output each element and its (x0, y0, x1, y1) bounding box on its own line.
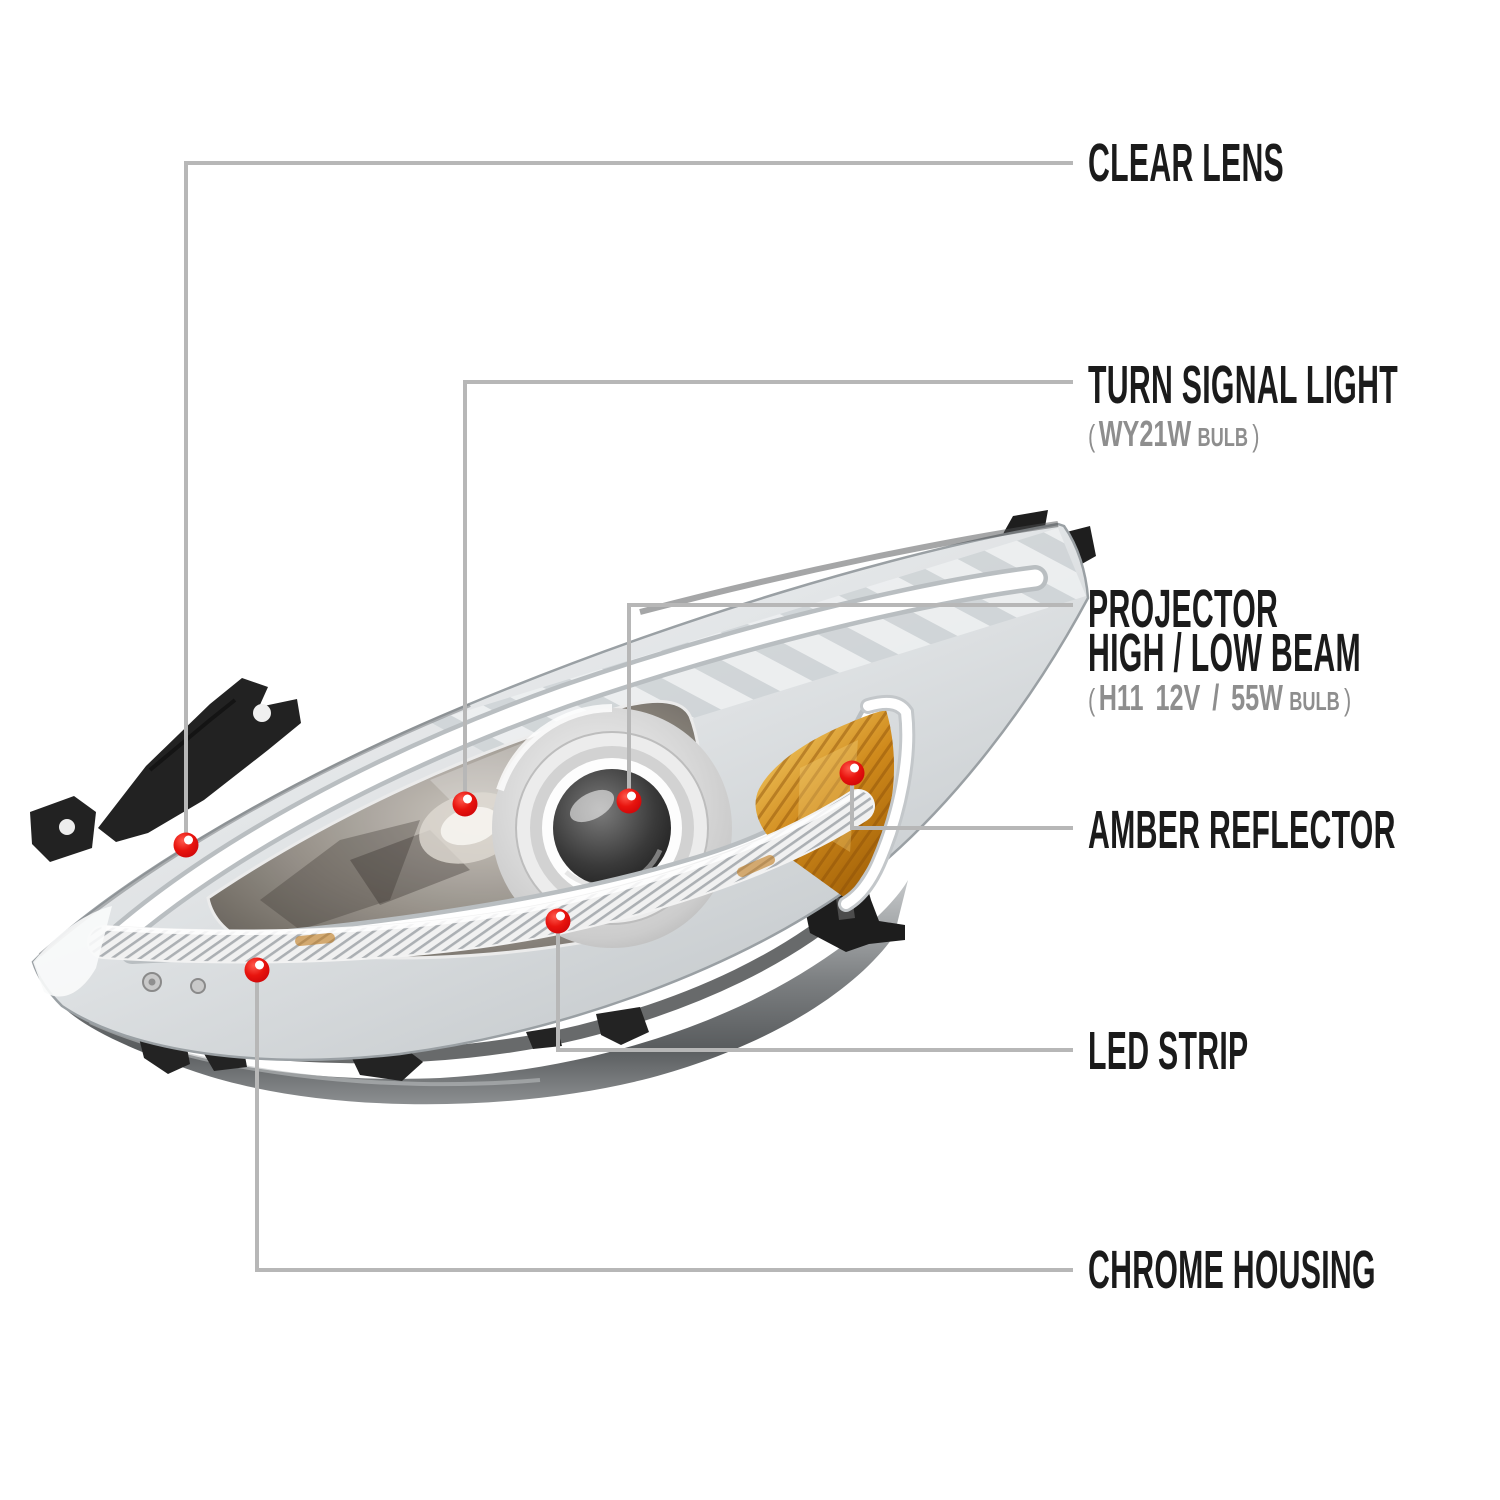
label-text: CLEAR LENS (1088, 133, 1285, 193)
callout-label-clear-lens: CLEAR LENS (1088, 133, 1438, 193)
label-text-line2: HIGH / LOW BEAM (1088, 623, 1361, 683)
callout-dot-clear-lens (173, 832, 199, 858)
top-edge-shadow (639, 521, 1059, 615)
callout-line-chrome-housing (255, 970, 1073, 1272)
callout-line-clear-lens (184, 161, 1073, 845)
paren-close: ) (1252, 418, 1260, 453)
label-text: CHROME HOUSING (1088, 1240, 1376, 1300)
label-text-line1: PROJECTOR (1088, 579, 1279, 639)
led-light-guide-upper (105, 565, 1048, 951)
callout-dot-projector (616, 788, 642, 814)
bulb-spec: WY21W (1098, 413, 1192, 454)
callout-lines (184, 161, 1073, 1272)
paren-open: ( (1088, 418, 1096, 453)
callout-dot-chrome-housing (244, 957, 270, 983)
callout-dot-led-strip (545, 908, 571, 934)
lens-tip-highlight (33, 906, 112, 997)
callout-dot-turn-signal (452, 791, 478, 817)
label-text: TURN SIGNAL LIGHT (1088, 355, 1398, 415)
callout-line-amber-reflector (850, 773, 1073, 830)
callout-line-led-strip (556, 921, 1073, 1052)
callout-dots (173, 760, 865, 983)
bulb-word: BULB (1197, 422, 1248, 452)
callout-label-chrome-housing: CHROME HOUSING (1088, 1240, 1500, 1300)
mounting-bracket-top-left (98, 678, 301, 842)
callout-label-led-strip: LED STRIP (1088, 1021, 1375, 1081)
callout-label-amber-reflector: AMBER REFLECTOR (1088, 800, 1500, 860)
label-text: LED STRIP (1088, 1021, 1249, 1081)
callout-line-turn-signal (463, 380, 1073, 804)
bulb-spec: H11 12V / 55W (1098, 677, 1283, 718)
paren-open: ( (1088, 682, 1096, 717)
bulb-word: BULB (1289, 686, 1340, 716)
label-text: AMBER REFLECTOR (1088, 800, 1396, 860)
callout-label-projector: PROJECTOR HIGH / LOW BEAM (H11 12V / 55W… (1088, 579, 1500, 718)
housing-bolts (142, 972, 206, 994)
paren-close: ) (1343, 682, 1352, 717)
callout-line-projector (627, 603, 1073, 801)
callout-dot-amber-reflector (839, 760, 865, 786)
mounting-bracket-far-left (30, 796, 96, 862)
